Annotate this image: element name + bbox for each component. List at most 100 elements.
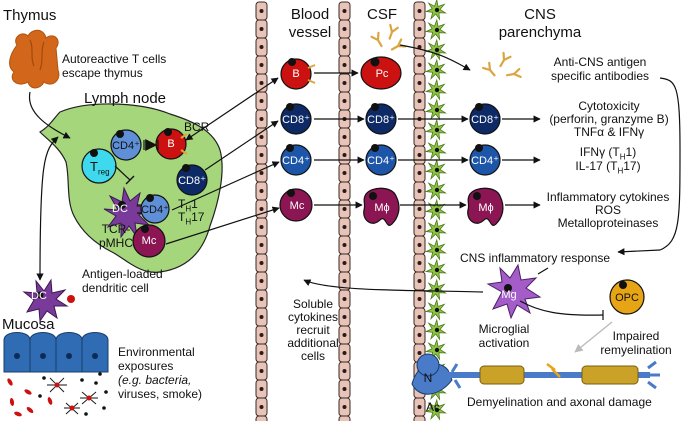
- blood-vessel-wall-left: [255, 1, 268, 421]
- cd8-cell-cns: [469, 103, 501, 135]
- wall-nucleus: [259, 117, 264, 121]
- wall-segment: [338, 415, 351, 421]
- wall-nucleus: [342, 207, 347, 211]
- cd8-cell-lymph: [176, 164, 208, 196]
- astrocyte-nucleus: [434, 147, 440, 153]
- env-line1: Environmental: [118, 345, 195, 359]
- mucosa-epithelium: [3, 332, 109, 373]
- b-cell-blood: [280, 58, 316, 90]
- wall-nucleus: [259, 99, 264, 103]
- astrocyte-nucleus: [434, 27, 440, 33]
- soluble-line4: additional: [287, 336, 339, 350]
- soluble-line1: Soluble: [292, 297, 334, 311]
- antibodies-csf: [370, 23, 407, 55]
- wall-nucleus: [417, 351, 422, 355]
- th17-label: TH17: [178, 210, 205, 227]
- wall-nucleus: [259, 189, 264, 193]
- wall-nucleus: [342, 297, 347, 301]
- cd8-cell-csf: [365, 103, 397, 135]
- wall-nucleus: [342, 27, 347, 31]
- antigen-dc-line1: Antigen-loaded: [82, 267, 163, 281]
- wall-nucleus: [259, 387, 264, 391]
- wall-nucleus: [342, 333, 347, 337]
- tcr-label-1: TCR-: [101, 222, 131, 236]
- wall-nucleus: [259, 171, 264, 175]
- wall-segment: [413, 415, 426, 421]
- opc-cell: [609, 279, 645, 315]
- astrocyte-nucleus: [434, 7, 440, 13]
- astrocyte-nucleus: [434, 327, 440, 333]
- wall-segment: [255, 415, 268, 421]
- ifn-label: IFNγ (TH1): [579, 145, 637, 162]
- wall-nucleus: [417, 27, 422, 31]
- wall-nucleus: [417, 153, 422, 157]
- thymus-label: Thymus: [3, 7, 57, 24]
- astrocyte-nucleus: [434, 347, 440, 353]
- inflam-line1: Inflammatory cytokines: [546, 190, 670, 204]
- wall-nucleus: [259, 63, 264, 67]
- inflam-line2: ROS: [594, 203, 621, 217]
- environmental-particles: [7, 372, 108, 417]
- antigen-dc-line2: dendritic cell: [82, 281, 149, 295]
- arrows: [28, 44, 681, 320]
- thymus-organ: [9, 29, 60, 89]
- blood-vessel-label-2: vessel: [288, 24, 332, 41]
- wall-nucleus: [417, 261, 422, 265]
- wall-nucleus: [417, 99, 422, 103]
- wall-nucleus: [417, 207, 422, 211]
- cd8-label-blood: CD8⁺: [282, 114, 310, 126]
- wall-nucleus: [417, 63, 422, 67]
- wall-nucleus: [417, 279, 422, 283]
- microglial-line1: Microglial: [478, 322, 530, 336]
- wall-nucleus: [342, 261, 347, 265]
- wall-nucleus: [259, 81, 264, 85]
- csf-label: CSF: [367, 6, 397, 23]
- th1-label: TH1: [178, 197, 198, 214]
- wall-nucleus: [417, 333, 422, 337]
- wall-nucleus: [259, 45, 264, 49]
- treg-cell: [81, 148, 117, 184]
- cd8-label-cns: CD8⁺: [471, 114, 499, 126]
- impaired-line2: remyelination: [600, 343, 672, 357]
- cytotox-line1: Cytotoxicity: [578, 99, 640, 113]
- wall-nucleus: [259, 225, 264, 229]
- wall-nucleus: [342, 45, 347, 49]
- wall-nucleus: [417, 243, 422, 247]
- cd8-label-csf: CD8⁺: [367, 114, 395, 126]
- blood-vessel-label-1: Blood: [290, 6, 330, 23]
- demyelinated-neuron: [411, 353, 660, 395]
- impaired-line1: Impaired: [612, 329, 660, 343]
- mc-label-lymph: Mc: [141, 235, 157, 247]
- cd4-label-blood: CD4⁺: [282, 155, 310, 167]
- mc-cell-lymph: [132, 224, 166, 258]
- lymph-node-label: Lymph node: [84, 90, 167, 107]
- wall-nucleus: [417, 189, 422, 193]
- env-line4: viruses, smoke): [118, 387, 203, 401]
- astrocyte-nucleus: [434, 87, 440, 93]
- dc-cell-mucosa: [22, 278, 75, 323]
- demyelination-label: Demyelination and axonal damage: [467, 395, 652, 409]
- wall-nucleus: [417, 171, 422, 175]
- wall-nucleus: [259, 135, 264, 139]
- wall-nucleus: [259, 297, 264, 301]
- wall-nucleus: [259, 9, 264, 13]
- b-label-blood: B: [292, 68, 300, 80]
- wall-nucleus: [342, 243, 347, 247]
- astrocyte-nucleus: [434, 187, 440, 193]
- soluble-line5: cells: [300, 349, 325, 363]
- wall-nucleus: [342, 225, 347, 229]
- wall-nucleus: [259, 207, 264, 211]
- macrophage-csf: [363, 187, 400, 226]
- opc-label: OPC: [615, 292, 639, 304]
- wall-nucleus: [259, 351, 264, 355]
- cd4-cell-csf: [365, 144, 397, 176]
- astrocyte-nucleus: [434, 47, 440, 53]
- cd4-label-lymph-left: CD4⁺: [112, 140, 140, 152]
- wall-nucleus: [342, 189, 347, 193]
- astrocyte-nucleus: [434, 207, 440, 213]
- wall-nucleus: [259, 315, 264, 319]
- soluble-line3: recruit: [296, 323, 330, 337]
- astrocyte-nucleus: [434, 407, 440, 413]
- cytotox-line2: (perforin, granzyme B): [549, 112, 669, 126]
- cd8-label-lymph: CD8⁺: [178, 175, 206, 187]
